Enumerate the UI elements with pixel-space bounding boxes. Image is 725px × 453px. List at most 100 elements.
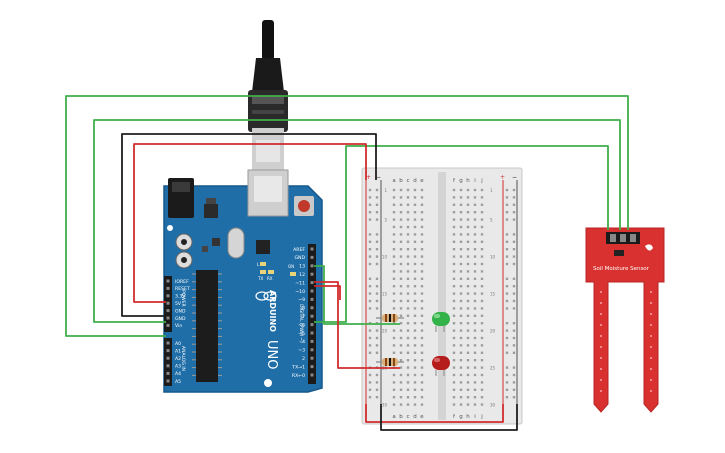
bb-hole[interactable] [420, 255, 424, 258]
bb-hole[interactable] [406, 351, 410, 354]
header-pin[interactable] [166, 379, 170, 383]
wire-green-pin13[interactable] [314, 265, 400, 325]
bb-hole[interactable] [459, 233, 463, 236]
rail-hole[interactable] [505, 381, 509, 384]
bb-hole[interactable] [413, 270, 417, 273]
bb-hole[interactable] [413, 336, 417, 340]
bb-hole[interactable] [420, 270, 424, 273]
bb-hole[interactable] [480, 299, 484, 303]
bb-hole[interactable] [399, 366, 403, 369]
bb-hole[interactable] [392, 307, 396, 310]
rail-hole[interactable] [512, 211, 516, 214]
bb-hole[interactable] [452, 196, 456, 199]
bb-hole[interactable] [452, 359, 456, 362]
bb-hole[interactable] [406, 396, 410, 399]
bb-hole[interactable] [452, 270, 456, 273]
bb-hole[interactable] [392, 381, 396, 384]
rail-hole[interactable] [505, 233, 509, 236]
bb-hole[interactable] [480, 388, 484, 391]
bb-hole[interactable] [466, 307, 470, 310]
rail-hole[interactable] [512, 396, 516, 399]
bb-hole[interactable] [420, 344, 424, 347]
bb-hole[interactable] [459, 270, 463, 273]
bb-hole[interactable] [452, 285, 456, 288]
rail-hole[interactable] [505, 277, 509, 280]
rail-hole[interactable] [368, 381, 372, 384]
rail-hole[interactable] [375, 373, 379, 377]
bb-hole[interactable] [413, 299, 417, 303]
bb-hole[interactable] [480, 366, 484, 369]
bb-hole[interactable] [420, 314, 424, 317]
bb-hole[interactable] [420, 292, 424, 295]
rail-hole[interactable] [368, 233, 372, 236]
rail-hole[interactable] [505, 196, 509, 199]
bb-hole[interactable] [399, 307, 403, 310]
bb-hole[interactable] [459, 211, 463, 214]
bb-hole[interactable] [413, 373, 417, 377]
bb-hole[interactable] [473, 307, 477, 310]
bb-hole[interactable] [399, 359, 403, 362]
wire-red-rail[interactable] [365, 404, 504, 423]
rail-hole[interactable] [512, 240, 516, 243]
bb-hole[interactable] [473, 403, 477, 406]
rail-hole[interactable] [368, 307, 372, 310]
bb-hole[interactable] [480, 307, 484, 310]
header-pin[interactable] [166, 341, 170, 345]
rail-hole[interactable] [375, 188, 379, 192]
rail-hole[interactable] [512, 255, 516, 258]
bb-hole[interactable] [466, 218, 470, 221]
bb-hole[interactable] [392, 403, 396, 406]
bb-hole[interactable] [459, 329, 463, 332]
bb-hole[interactable] [413, 248, 417, 251]
bb-hole[interactable] [406, 248, 410, 251]
rail-hole[interactable] [368, 248, 372, 251]
header-pin[interactable] [310, 373, 314, 377]
bb-hole[interactable] [399, 396, 403, 399]
bb-hole[interactable] [466, 225, 470, 229]
bb-hole[interactable] [406, 329, 410, 332]
bb-hole[interactable] [466, 248, 470, 251]
bb-hole[interactable] [473, 322, 477, 325]
bb-hole[interactable] [399, 314, 403, 317]
bb-hole[interactable] [480, 322, 484, 325]
bb-hole[interactable] [459, 336, 463, 340]
bb-hole[interactable] [452, 211, 456, 214]
bb-hole[interactable] [413, 240, 417, 243]
rail-hole[interactable] [375, 292, 379, 295]
rail-hole[interactable] [505, 366, 509, 369]
bb-hole[interactable] [420, 233, 424, 236]
bb-hole[interactable] [452, 262, 456, 266]
bb-hole[interactable] [480, 188, 484, 192]
bb-hole[interactable] [399, 329, 403, 332]
bb-hole[interactable] [399, 255, 403, 258]
rail-hole[interactable] [505, 218, 509, 221]
bb-hole[interactable] [459, 285, 463, 288]
bb-hole[interactable] [399, 388, 403, 391]
bb-hole[interactable] [413, 359, 417, 362]
bb-hole[interactable] [392, 292, 396, 295]
rail-hole[interactable] [512, 373, 516, 377]
bb-hole[interactable] [399, 270, 403, 273]
rail-hole[interactable] [505, 307, 509, 310]
rail-hole[interactable] [368, 336, 372, 340]
bb-hole[interactable] [480, 203, 484, 206]
bb-hole[interactable] [473, 285, 477, 288]
bb-hole[interactable] [452, 403, 456, 406]
rail-hole[interactable] [505, 285, 509, 288]
bb-hole[interactable] [420, 203, 424, 206]
wire-red-pin12b[interactable] [314, 285, 341, 300]
bb-hole[interactable] [466, 196, 470, 199]
bb-hole[interactable] [420, 248, 424, 251]
bb-hole[interactable] [399, 211, 403, 214]
rail-hole[interactable] [375, 396, 379, 399]
bb-hole[interactable] [406, 307, 410, 310]
rail-hole[interactable] [375, 233, 379, 236]
rail-hole[interactable] [505, 344, 509, 347]
header-pin[interactable] [310, 297, 314, 301]
header-pin[interactable] [166, 309, 170, 313]
bb-hole[interactable] [406, 292, 410, 295]
header-pin[interactable] [310, 323, 314, 327]
bb-hole[interactable] [459, 218, 463, 221]
bb-hole[interactable] [473, 203, 477, 206]
rail-hole[interactable] [512, 336, 516, 340]
